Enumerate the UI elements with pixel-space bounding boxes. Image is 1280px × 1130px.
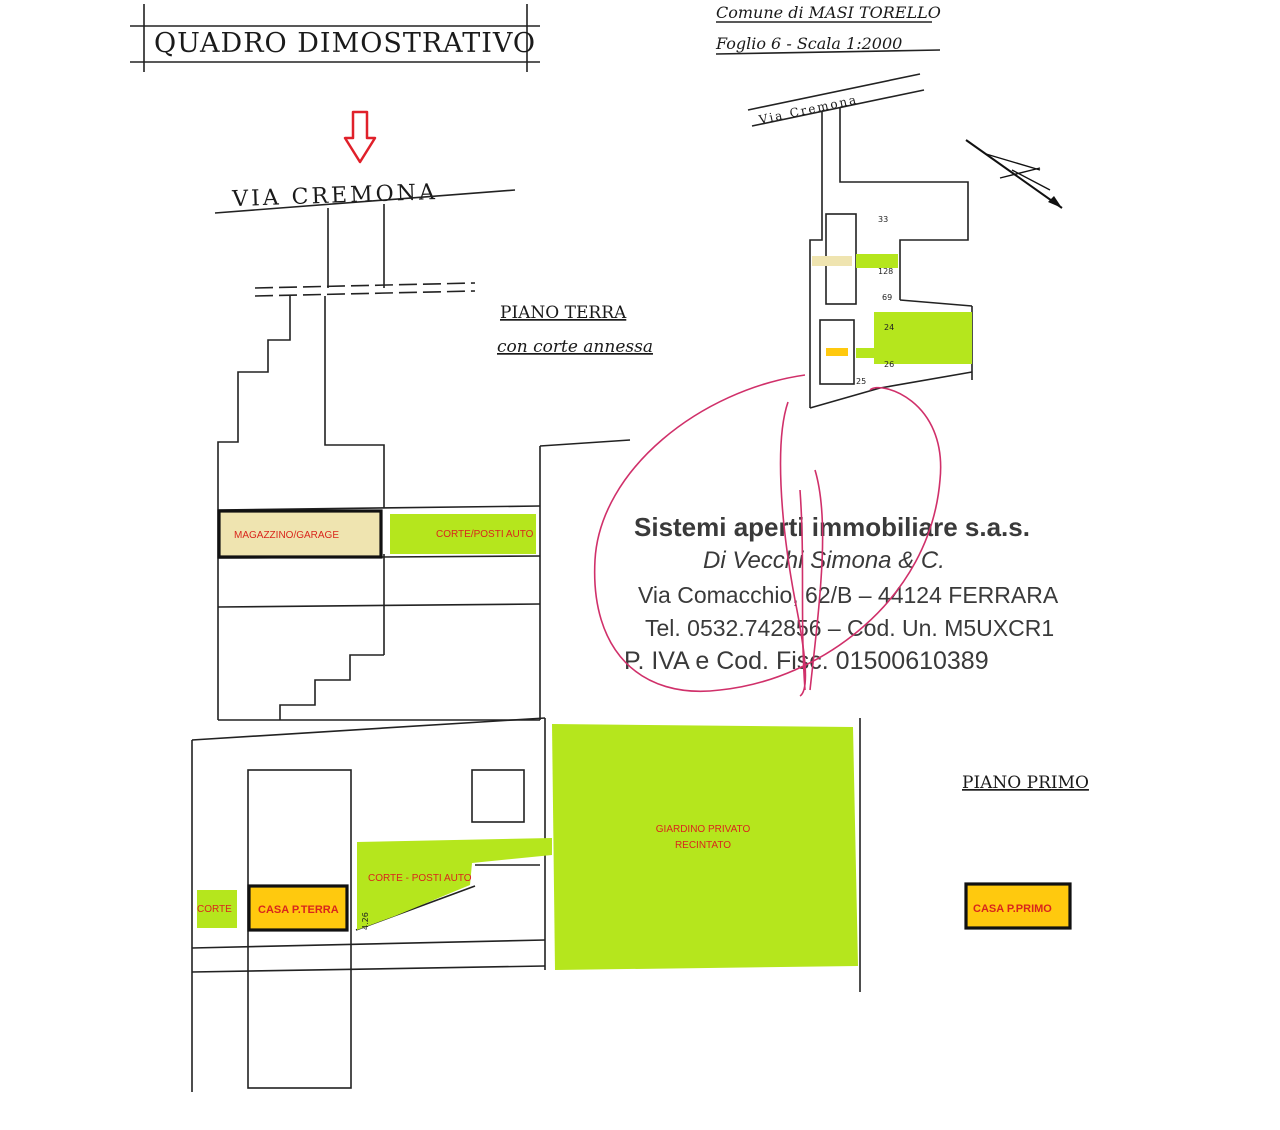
- title-box: QUADRO DIMOSTRATIVO: [130, 4, 540, 72]
- magazzino-area: [219, 511, 381, 557]
- parcel-69: 69: [882, 293, 892, 302]
- red-down-arrow-icon: [343, 110, 377, 164]
- giardino-label-1: GIARDINO PRIVATO: [656, 824, 751, 835]
- entry-corridor: [254, 204, 476, 297]
- giardino-label-2: RECINTATO: [675, 840, 731, 851]
- dimension-label: 4.26: [361, 912, 370, 930]
- casa-primo-area: [966, 884, 1070, 928]
- stamp-owner: Di Vecchi Simona & C.: [703, 547, 945, 574]
- stamp-vat: P. IVA e Cod. Fisc. 01500610389: [624, 647, 989, 675]
- magazzino-label: MAGAZZINO/GARAGE: [234, 530, 339, 541]
- stamp-phone: Tel. 0532.742856 – Cod. Un. M5UXCR1: [645, 615, 1054, 641]
- corte-posti-auto-area: [390, 514, 536, 554]
- casa-primo-outline: [964, 882, 1072, 930]
- signature-scribble: [593, 374, 942, 697]
- parcel-33: 33: [878, 215, 888, 224]
- giardino-area: [552, 724, 858, 970]
- corte-area: [197, 890, 237, 928]
- cadastral-header: Comune di MASI TORELLO Foglio 6 - Scala …: [715, 3, 941, 55]
- corte-label: CORTE: [197, 904, 232, 915]
- first-floor-label: PIANO PRIMO: [962, 773, 1089, 793]
- casa-terra-label: CASA P.TERRA: [258, 904, 339, 916]
- comune-label: Comune di MASI TORELLO: [716, 3, 941, 22]
- corte-posti-auto-2-area: [357, 838, 552, 930]
- page-title: QUADRO DIMOSTRATIVO: [154, 28, 536, 59]
- casa-terra-area: [249, 886, 347, 930]
- parcel-25: 25: [856, 377, 866, 386]
- parcel-26: 26: [884, 360, 894, 369]
- street-label: VIA CREMONA: [231, 180, 438, 212]
- parcel-128: 128: [878, 267, 893, 276]
- agency-stamp: Sistemi aperti immobiliare s.a.s. Di Vec…: [624, 512, 1059, 675]
- stamp-company: Sistemi aperti immobiliare s.a.s.: [634, 512, 1030, 542]
- stamp-address: Via Comacchio, 62/B – 44124 FERRARA: [638, 582, 1059, 608]
- magazzino-outline: [217, 509, 383, 559]
- casa-terra-outline: [247, 884, 349, 932]
- parcel-24: 24: [884, 323, 894, 332]
- cadastral-map: Via Cremona 33 128 69 24 26 25: [747, 73, 973, 409]
- foglio-label: Foglio 6 - Scala 1:2000: [715, 34, 902, 53]
- north-arrow-icon: [965, 139, 1063, 209]
- corte-posti-auto-2-label: CORTE - POSTI AUTO: [368, 873, 472, 884]
- casa-primo-label: CASA P.PRIMO: [973, 903, 1052, 915]
- ground-floor-sublabel: con corte annessa: [497, 337, 653, 357]
- corte-posti-auto-label: CORTE/POSTI AUTO: [436, 529, 534, 540]
- building-outline-upper: [217, 296, 631, 721]
- ground-floor-label: PIANO TERRA: [500, 303, 627, 323]
